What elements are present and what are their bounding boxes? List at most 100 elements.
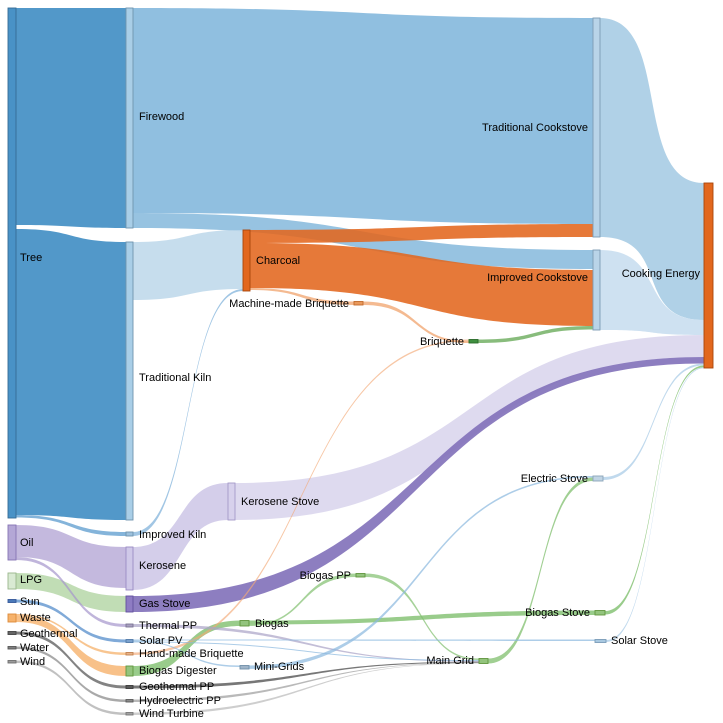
label-improved_kiln: Improved Kiln (139, 529, 206, 541)
nodes-layer (7, 7, 714, 716)
flow-sun-to-solar_pv (16, 599, 126, 643)
node-solar_stove[interactable] (594, 639, 607, 643)
label-traditional_cookstove: Traditional Cookstove (482, 122, 588, 134)
flow-tree-to-traditional_kiln (16, 229, 126, 520)
node-traditional_cookstove[interactable] (592, 17, 601, 238)
label-biogas: Biogas (255, 618, 289, 630)
label-solar_stove: Solar Stove (611, 635, 668, 647)
node-oil[interactable] (7, 524, 17, 561)
flow-waste-to-biogas_digester (16, 615, 126, 676)
flow-biogas_stove-to-cooking_energy (605, 365, 704, 615)
node-biogas_stove[interactable] (594, 610, 606, 616)
label-machine_briquette: Machine-made Briquette (229, 298, 349, 310)
node-traditional_kiln[interactable] (125, 241, 134, 521)
flow-hydroelectric_pp-to-main_grid (133, 662, 479, 702)
flow-improved_kiln-to-charcoal (133, 289, 243, 536)
node-improved_kiln[interactable] (125, 531, 134, 537)
flow-traditional_kiln-to-charcoal (133, 230, 243, 300)
flow-handmade_briquette-to-briquette (133, 339, 469, 655)
node-hydroelectric_pp[interactable] (125, 699, 134, 703)
label-sun: Sun (20, 596, 40, 608)
flow-solar_pv-to-main_grid (133, 641, 479, 661)
node-briquette[interactable] (468, 339, 479, 344)
label-electric_stove: Electric Stove (521, 473, 588, 485)
flow-wind_turbine-to-main_grid (133, 663, 479, 715)
flow-waste-to-handmade_briquette (16, 614, 126, 655)
label-briquette: Briquette (420, 336, 464, 348)
flow-oil-to-kerosene (16, 525, 126, 588)
node-tree[interactable] (7, 7, 17, 519)
label-mini_grids: Mini-Grids (254, 661, 305, 673)
node-water[interactable] (7, 646, 17, 650)
label-waste: Waste (20, 612, 51, 624)
flow-tree-to-firewood (16, 8, 126, 228)
node-biogas_pp[interactable] (355, 573, 366, 578)
flow-water-to-hydroelectric_pp (16, 646, 126, 702)
node-gas_stove[interactable] (125, 595, 134, 613)
node-kerosene[interactable] (125, 546, 134, 591)
flow-oil-to-thermal_pp (16, 557, 126, 627)
flow-kerosene_stove-to-cooking_energy (235, 335, 704, 520)
node-cooking_energy[interactable] (703, 182, 714, 369)
label-cooking_energy: Cooking Energy (622, 268, 701, 280)
label-biogas_stove: Biogas Stove (525, 607, 590, 619)
node-main_grid[interactable] (478, 658, 489, 664)
flow-mini_grids-to-electric_stove (249, 476, 593, 669)
flow-gas_stove-to-cooking_energy (133, 357, 704, 612)
node-lpg[interactable] (7, 572, 17, 590)
node-geothermal_pp[interactable] (125, 685, 134, 689)
label-firewood: Firewood (139, 111, 184, 123)
node-wind_turbine[interactable] (125, 712, 134, 716)
node-machine_briquette[interactable] (353, 301, 364, 306)
node-electric_stove[interactable] (592, 475, 604, 482)
label-traditional_kiln: Traditional Kiln (139, 372, 211, 384)
node-firewood[interactable] (125, 7, 134, 229)
label-solar_pv: Solar PV (139, 635, 183, 647)
label-wind_turbine: Wind Turbine (139, 708, 204, 720)
label-kerosene_stove: Kerosene Stove (241, 496, 319, 508)
label-thermal_pp: Thermal PP (139, 620, 197, 632)
node-kerosene_stove[interactable] (227, 482, 236, 521)
flow-charcoal-to-machine_briquette (250, 288, 354, 305)
node-waste[interactable] (7, 613, 17, 623)
node-biogas_digester[interactable] (125, 665, 134, 677)
label-geothermal: Geothermal (20, 628, 77, 640)
label-kerosene: Kerosene (139, 560, 186, 572)
node-handmade_briquette[interactable] (125, 652, 134, 656)
label-biogas_pp: Biogas PP (300, 570, 351, 582)
flow-thermal_pp-to-main_grid (133, 624, 479, 662)
flow-charcoal-to-improved_cookstove (250, 243, 593, 326)
label-water: Water (20, 642, 49, 654)
label-gas_stove: Gas Stove (139, 598, 190, 610)
label-handmade_briquette: Hand-made Briquette (139, 648, 244, 660)
flow-biogas_digester-to-biogas (133, 620, 240, 676)
node-solar_pv[interactable] (125, 639, 134, 643)
label-wind: Wind (20, 656, 45, 668)
node-thermal_pp[interactable] (125, 623, 134, 628)
flow-geothermal_pp-to-main_grid (133, 661, 479, 689)
flow-machine_briquette-to-briquette (363, 301, 469, 343)
label-main_grid: Main Grid (426, 655, 474, 667)
flow-traditional_cookstove-to-cooking_energy (600, 18, 704, 320)
label-biogas_digester: Biogas Digester (139, 665, 217, 677)
node-improved_cookstove[interactable] (592, 249, 601, 331)
flow-kerosene-to-kerosene_stove (133, 483, 228, 590)
node-geothermal[interactable] (7, 631, 17, 635)
node-charcoal[interactable] (242, 229, 251, 292)
node-biogas[interactable] (239, 620, 250, 627)
label-improved_cookstove: Improved Cookstove (487, 272, 588, 284)
flow-tree-to-improved_kiln (16, 515, 126, 536)
label-hydroelectric_pp: Hydroelectric PP (139, 695, 221, 707)
flow-biogas-to-biogas_pp (249, 573, 356, 626)
flow-charcoal-to-traditional_cookstove (250, 224, 593, 243)
flow-firewood-to-traditional_cookstove (133, 8, 593, 224)
flow-solar_pv-to-solar_stove (133, 639, 595, 641)
node-mini_grids[interactable] (239, 665, 250, 670)
node-wind[interactable] (7, 660, 17, 664)
label-charcoal: Charcoal (256, 255, 300, 267)
label-oil: Oil (20, 537, 33, 549)
node-sun[interactable] (7, 599, 17, 603)
flow-solar_stove-to-cooking_energy (606, 367, 704, 642)
